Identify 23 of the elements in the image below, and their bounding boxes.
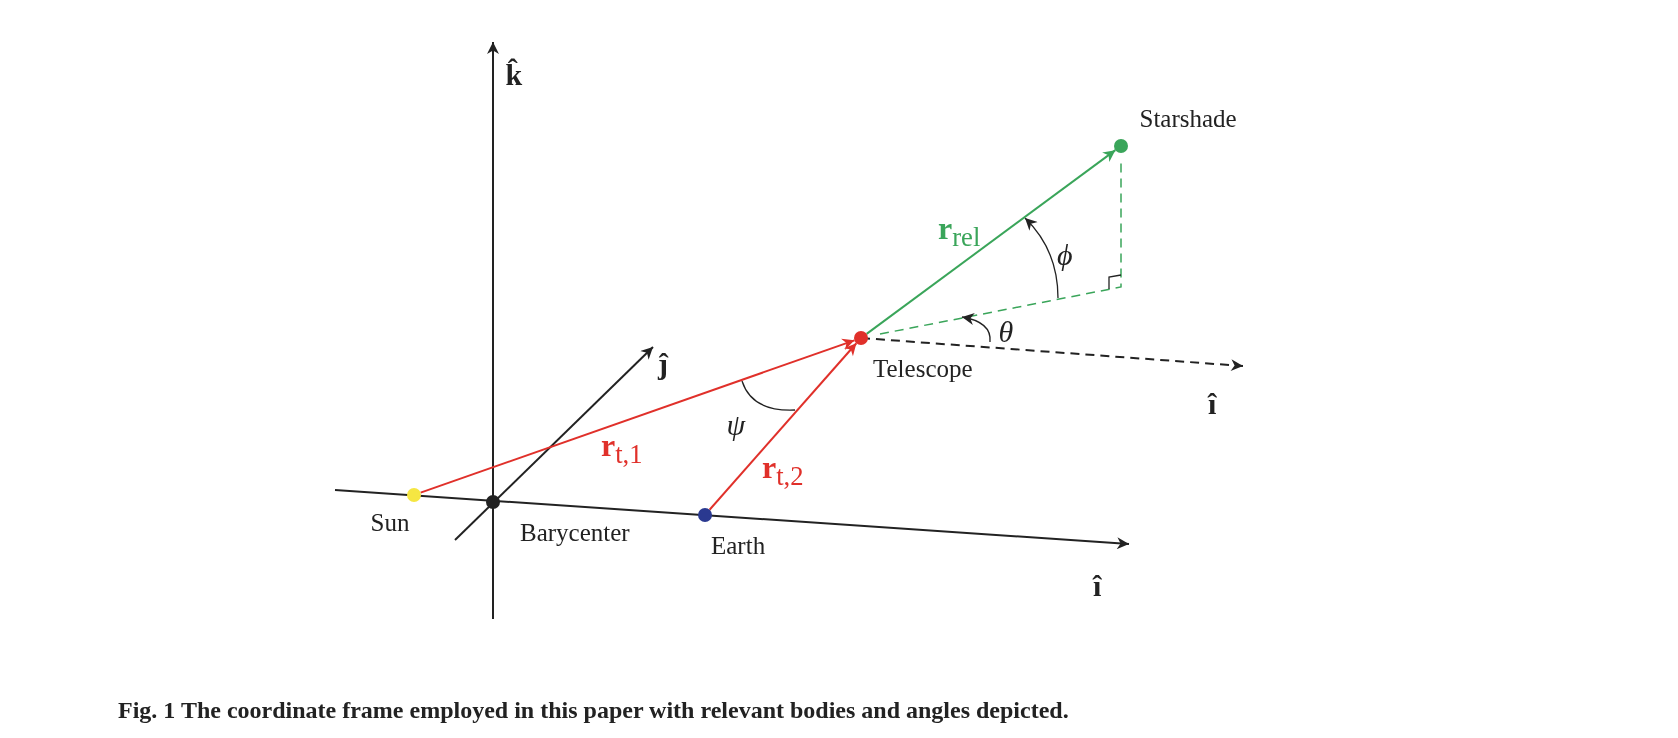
body-label: Sun	[370, 510, 410, 535]
body-dot	[407, 488, 421, 502]
body-dot	[1114, 139, 1128, 153]
figure-caption: Fig. 1 The coordinate frame employed in this paper with relevant bodies and angles depicted.	[118, 698, 1069, 722]
vector-label: r$_{t,2}$	[762, 451, 804, 491]
body-label: Starshade	[1139, 106, 1237, 131]
vector-label: r$_{t,1}$	[601, 429, 643, 469]
body-dot	[854, 331, 868, 345]
body-dot	[698, 508, 712, 522]
axis-label: î	[1093, 571, 1102, 601]
axis-label: ĵ	[658, 349, 668, 379]
body-label: Telescope	[873, 356, 973, 381]
body-label: Earth	[711, 533, 766, 558]
body-dot	[486, 495, 500, 509]
body-label: Barycenter	[520, 520, 630, 545]
angle-label: ψ	[726, 410, 746, 440]
axis-label: î	[1208, 389, 1217, 419]
angle-label: ϕ	[1057, 240, 1073, 270]
axis-label: k̂	[505, 60, 523, 90]
vector-arrow	[419, 338, 856, 494]
vector-label: r$_{rel}$	[938, 212, 981, 252]
vector-arrow	[708, 342, 858, 511]
angle-label: θ	[998, 317, 1014, 347]
